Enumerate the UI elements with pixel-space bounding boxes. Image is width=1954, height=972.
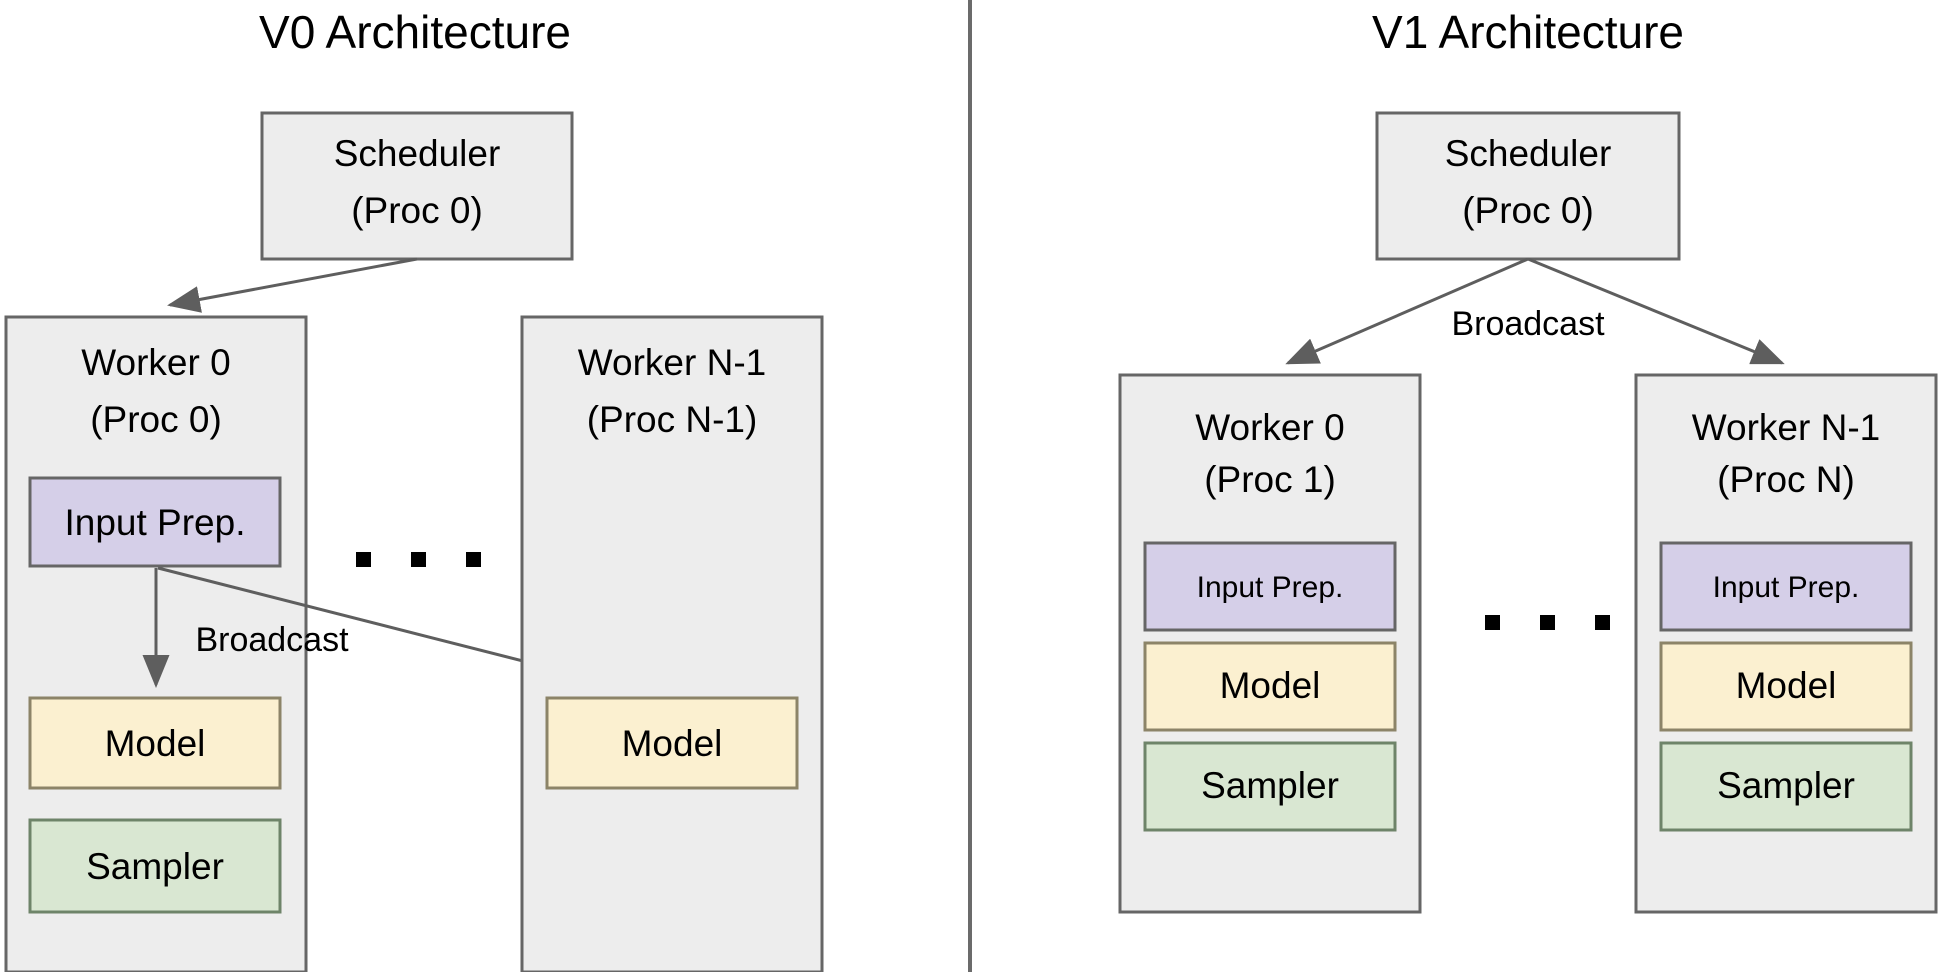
v0-worker-n-1-model-box[interactable] [545, 696, 799, 790]
v0-worker-0-proc: (Proc 0) [90, 399, 222, 440]
v0-worker-0-input-prep-box[interactable] [28, 476, 282, 568]
v1-worker-n-1-node[interactable]: Worker N-1 (Proc N) Input Prep. Model Sa… [1634, 373, 1938, 914]
v0-worker-0-node[interactable]: Worker 0 (Proc 0) Input Prep. Model Samp… [4, 315, 308, 972]
v1-broadcast-label: Broadcast [1451, 305, 1605, 343]
v1-ellipsis [1485, 615, 1610, 630]
v1-scheduler-proc: (Proc 0) [1462, 190, 1594, 231]
v1-panel-title: V1 Architecture [1372, 6, 1684, 58]
v1-worker-n-1-name: Worker N-1 [1692, 407, 1880, 448]
v1-worker-0-input-prep-box[interactable] [1143, 541, 1397, 632]
v0-ellipsis [356, 552, 481, 567]
v1-worker-0-input-prep-label: Input Prep. [1197, 571, 1344, 604]
v1-worker-n-1-model-label: Model [1736, 665, 1837, 706]
v0-worker-0-model-box[interactable] [28, 696, 282, 790]
v0-worker-n-1-node[interactable]: Worker N-1 (Proc N-1) Model [520, 315, 824, 972]
v0-scheduler-to-worker0-arrow [167, 257, 418, 313]
v1-scheduler-box [1375, 111, 1681, 261]
v0-worker-0-model-label: Model [105, 723, 206, 764]
v1-worker-0-sampler-box[interactable] [1143, 741, 1397, 832]
v1-scheduler-node[interactable]: Scheduler (Proc 0) [1375, 111, 1681, 261]
v1-scheduler-name: Scheduler [1445, 133, 1612, 174]
v1-worker-0-model-label: Model [1220, 665, 1321, 706]
v0-scheduler-name: Scheduler [334, 133, 501, 174]
v0-worker-n-1-proc: (Proc N-1) [587, 399, 758, 440]
v0-worker-0-sampler-label: Sampler [86, 846, 224, 887]
v0-scheduler-proc: (Proc 0) [351, 190, 483, 231]
v1-worker-n-1-sampler-label: Sampler [1717, 765, 1855, 806]
v1-worker-n-1-input-prep-label: Input Prep. [1713, 571, 1860, 604]
v0-worker-n-1-model-label: Model [622, 723, 723, 764]
v1-worker-n-1-sampler-box[interactable] [1659, 741, 1913, 832]
v1-worker-n-1-model-box[interactable] [1659, 641, 1913, 732]
v1-worker-n-1-proc: (Proc N) [1717, 459, 1855, 500]
v0-broadcast-label: Broadcast [195, 621, 349, 659]
v1-worker-0-sampler-label: Sampler [1201, 765, 1339, 806]
v0-worker-0-sampler-box[interactable] [28, 818, 282, 914]
v0-worker-n-1-name: Worker N-1 [578, 342, 766, 383]
v0-scheduler-box [260, 111, 574, 261]
v0-worker-0-name: Worker 0 [81, 342, 230, 383]
v0-panel-title: V0 Architecture [259, 6, 571, 58]
v1-worker-0-node[interactable]: Worker 0 (Proc 1) Input Prep. Model Samp… [1118, 373, 1422, 914]
v1-scheduler-to-worker0-arrow [1285, 257, 1529, 365]
v1-scheduler-to-workern-arrow [1527, 257, 1785, 365]
v0-scheduler-node[interactable]: Scheduler (Proc 0) [260, 111, 574, 261]
v0-worker-n-1-box [520, 315, 824, 972]
v1-worker-0-model-box[interactable] [1143, 641, 1397, 732]
v1-worker-0-proc: (Proc 1) [1204, 459, 1336, 500]
v0-worker-0-input-prep-label: Input Prep. [64, 502, 245, 543]
v1-worker-n-1-input-prep-box[interactable] [1659, 541, 1913, 632]
v1-worker-0-name: Worker 0 [1195, 407, 1344, 448]
